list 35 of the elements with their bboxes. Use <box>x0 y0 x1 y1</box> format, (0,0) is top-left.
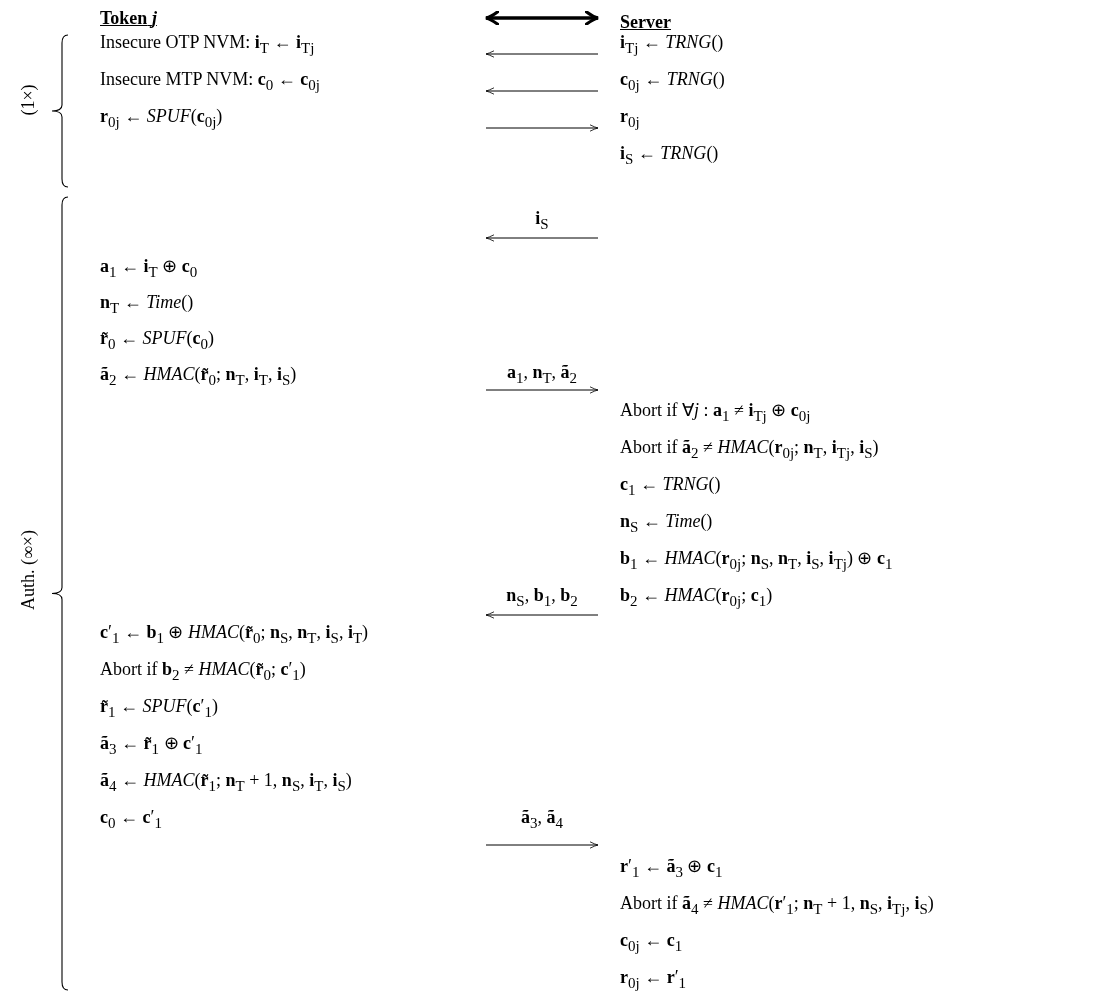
token-step: r̃$_{0}$ ← SPUF(c$_{0}$) <box>100 327 214 355</box>
server-step: c$_{0j}$ ← TRNG() <box>620 68 725 96</box>
token-step: r̃$_{1}$ ← SPUF(c′$_{1}$) <box>100 695 218 723</box>
column-heading: Server <box>620 11 671 33</box>
token-step: Insecure OTP NVM: i$_{T}$ ← i$_{Tj}$ <box>100 31 315 59</box>
message-label: i$_{S}$ <box>535 207 549 234</box>
server-step: n$_{S}$ ← Time() <box>620 510 713 538</box>
server-step: c$_{1}$ ← TRNG() <box>620 473 721 501</box>
token-step: ã$_{3}$ ← r̃$_{1}$ ⊕ c′$_{1}$ <box>100 732 203 760</box>
token-step: c$_{0}$ ← c′$_{1}$ <box>100 806 162 834</box>
token-step: ã$_{2}$ ← HMAC(r̃$_{0}$; n$_{T}$, i$_{T}$, i$_{S}$) <box>100 363 297 391</box>
token-step: ã$_{4}$ ← HMAC(r̃$_{1}$; n$_{T}$ + 1, n$_{S}$, i$_{T}$, i$_{S}$) <box>100 769 352 797</box>
token-step: Abort if b$_{2}$ ≠ HMAC(r̃$_{0}$; c′$_{1}$) <box>100 658 306 686</box>
token-step: n$_{T}$ ← Time() <box>100 291 194 319</box>
server-step: i$_{S}$ ← TRNG() <box>620 142 719 170</box>
server-step: Abort if ã$_{2}$ ≠ HMAC(r$_{0j}$; n$_{T}$, i$_{Tj}$, i$_{S}$) <box>620 436 879 464</box>
phase-label: (1×) <box>17 84 39 116</box>
message-label: n$_{S}$, b$_{1}$, b$_{2}$ <box>506 584 578 611</box>
token-step: c′$_{1}$ ← b$_{1}$ ⊕ HMAC(r̃$_{0}$; n$_{S}$, n$_{T}$, i$_{S}$, i$_{T}$) <box>100 621 369 649</box>
message-label: a$_{1}$, n$_{T}$, ã$_{2}$ <box>506 361 578 388</box>
token-step: r$_{0j}$ ← SPUF(c$_{0j}$) <box>100 105 223 133</box>
server-step: i$_{Tj}$ ← TRNG() <box>620 31 724 59</box>
server-step: b$_{1}$ ← HMAC(r$_{0j}$; n$_{S}$, n$_{T}$, i$_{S}$, i$_{Tj}$) ⊕ c$_{1}$ <box>620 547 893 575</box>
phase-label: Auth. (∞×) <box>17 530 39 610</box>
server-step: r$_{0j}$ <box>620 105 640 133</box>
token-step: Insecure MTP NVM: c$_{0}$ ← c$_{0j}$ <box>100 68 320 96</box>
server-step: c$_{0j}$ ← c$_{1}$ <box>620 929 683 957</box>
message-label: ã$_{3}$, ã$_{4}$ <box>521 806 563 833</box>
column-heading: Token j <box>100 7 157 29</box>
server-step: Abort if ã$_{4}$ ≠ HMAC(r′$_{1}$; n$_{T}$ + 1, n$_{S}$, i$_{Tj}$, i$_{S}$) <box>620 892 934 920</box>
server-step: r′$_{1}$ ← ã$_{3}$ ⊕ c$_{1}$ <box>620 855 723 883</box>
token-step: a$_{1}$ ← i$_{T}$ ⊕ c$_{0}$ <box>100 255 198 283</box>
server-step: r$_{0j}$ ← r′$_{1}$ <box>620 966 687 994</box>
server-step: Abort if ∀j : a$_{1}$ ≠ i$_{Tj}$ ⊕ c$_{0j}$ <box>620 399 811 427</box>
server-step: b$_{2}$ ← HMAC(r$_{0j}$; c$_{1}$) <box>620 584 773 612</box>
